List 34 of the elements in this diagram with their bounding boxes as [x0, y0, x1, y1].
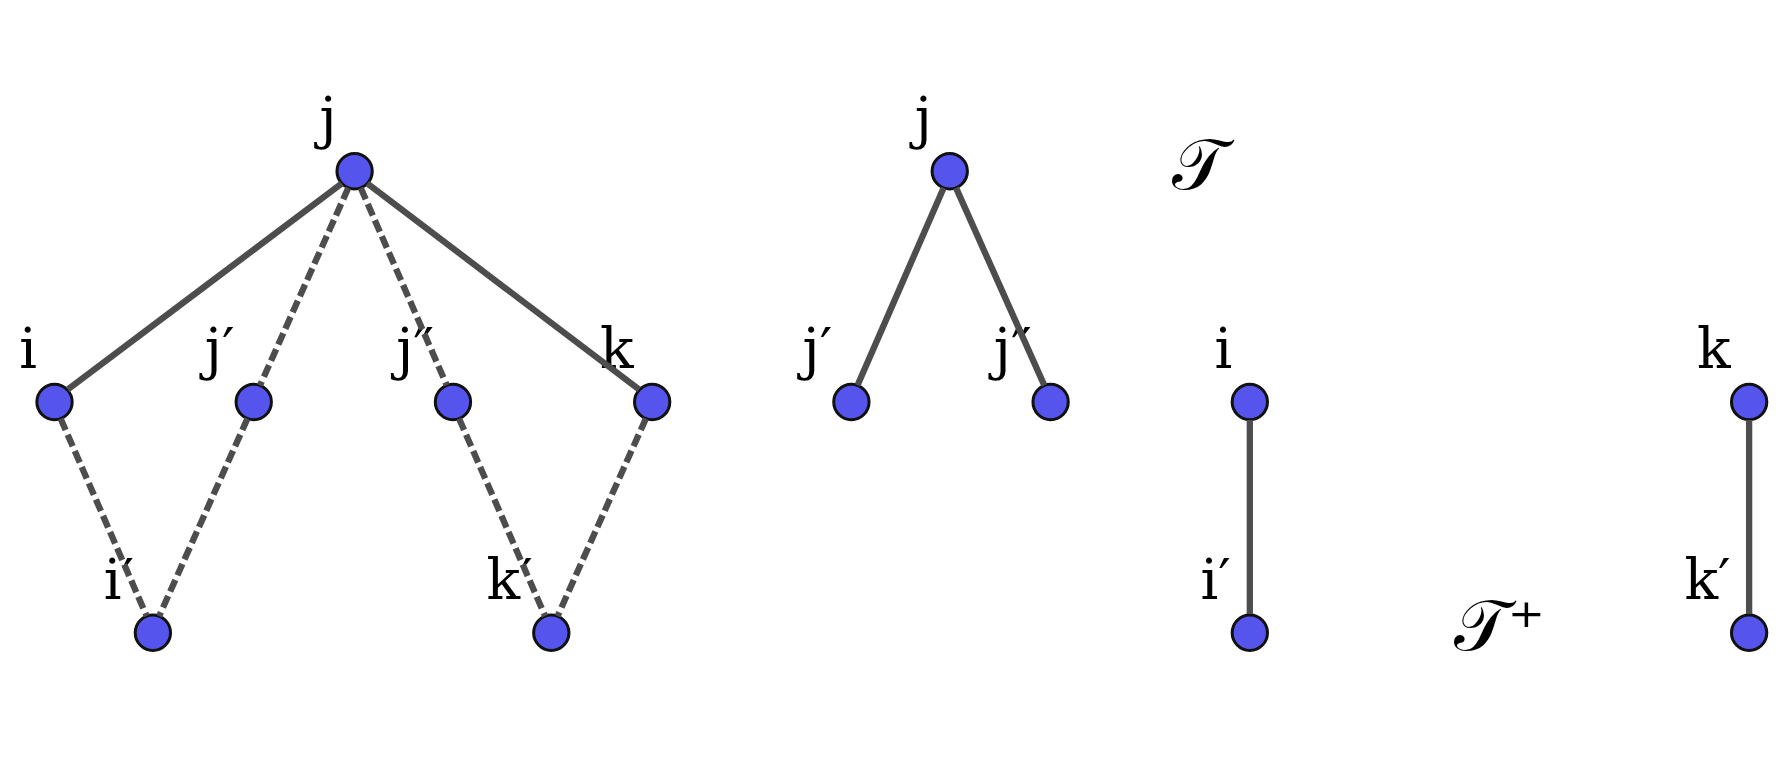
connector [854, 186, 947, 387]
node-circle [335, 151, 374, 190]
node-circle [433, 382, 473, 421]
node-circle [930, 151, 969, 190]
connector [257, 186, 352, 387]
connector [65, 180, 344, 392]
node-circle [35, 382, 74, 421]
node-label: k′ [486, 547, 533, 612]
node-circle [234, 382, 273, 421]
node-label: i [1214, 316, 1233, 381]
node-label: k′ [1684, 547, 1731, 612]
node-circle [532, 613, 571, 652]
connector [953, 186, 1048, 387]
node-circle [133, 613, 173, 652]
connector [365, 180, 641, 392]
connector [156, 416, 251, 617]
node-label: k [1697, 316, 1731, 381]
node-label: i′ [1200, 547, 1231, 612]
node-circle [1729, 382, 1769, 421]
node-circle [1230, 613, 1269, 652]
connector [57, 416, 150, 617]
node-label: i [19, 316, 37, 381]
node-circle [1230, 382, 1269, 421]
connector [554, 416, 649, 617]
node-circle [633, 382, 672, 421]
node-label: i′ [103, 547, 134, 612]
label: 𝒯⁺ [1453, 583, 1546, 667]
connector [456, 416, 549, 617]
connector [1246, 419, 1253, 614]
node-circle [832, 382, 871, 421]
node-circle [1031, 382, 1070, 421]
connector [1746, 419, 1753, 614]
node-circle [1729, 613, 1769, 652]
connector [357, 186, 450, 387]
